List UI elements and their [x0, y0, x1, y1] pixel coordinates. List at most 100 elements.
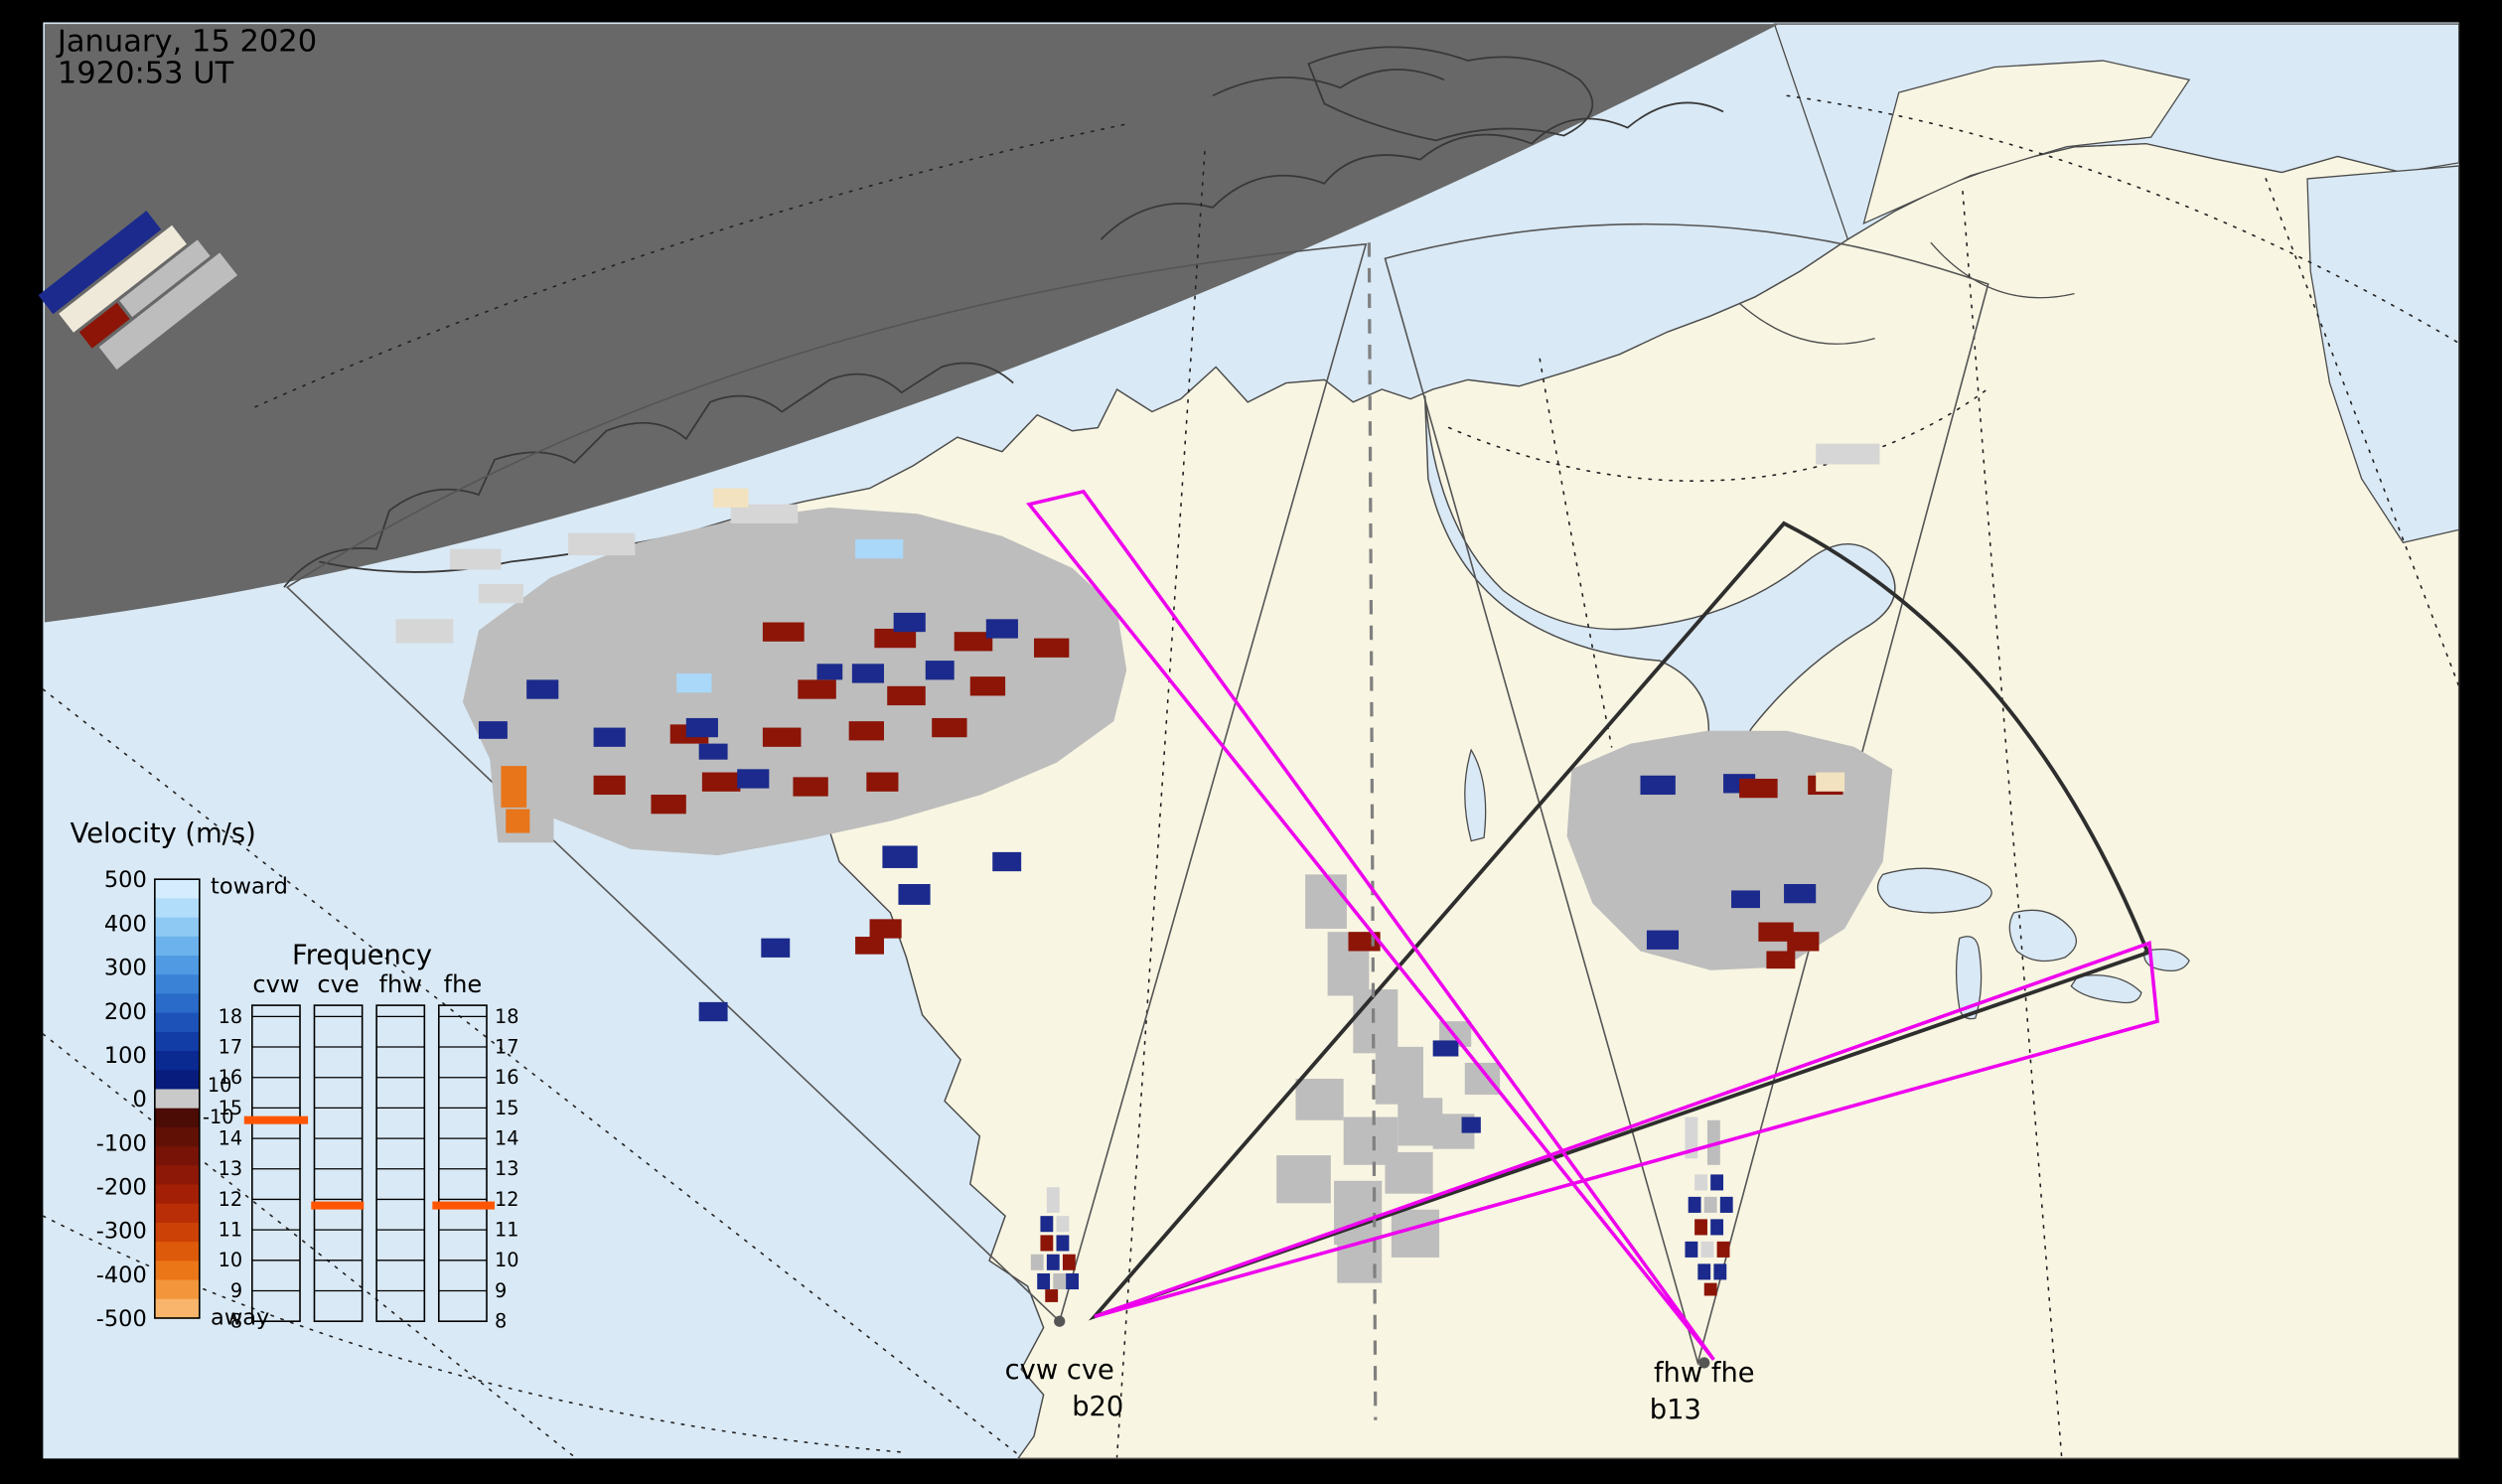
scatter-cell — [898, 884, 931, 905]
zero-lower-threshold-label: -10 — [203, 1106, 233, 1128]
scatter-cell — [855, 937, 885, 955]
scatter-cell — [1464, 1062, 1501, 1096]
scatter-cell — [698, 1001, 728, 1022]
scatter-cell — [1706, 1119, 1720, 1165]
colorbar-tick-label: 500 — [104, 867, 147, 893]
hudson-bay — [1423, 395, 1896, 748]
scatter-cell — [506, 809, 530, 833]
scatter-cell — [1766, 951, 1796, 969]
colorbar-segment — [154, 1261, 200, 1281]
scatter-cell — [1758, 922, 1794, 942]
away-label: away — [211, 1304, 269, 1330]
frequency-mark-cve — [311, 1201, 365, 1210]
beam-label-b13: b13 — [1650, 1395, 1701, 1425]
scatter-cell — [798, 679, 836, 699]
colorbar-tick-label: -500 — [96, 1306, 147, 1332]
zero-upper-threshold-label: 10 — [208, 1074, 232, 1097]
frequency-title: Frequency — [292, 940, 432, 970]
velocity-colorbar — [154, 879, 200, 1319]
scatter-cells — [395, 443, 1880, 1302]
colorbar-segment — [154, 1108, 200, 1128]
scatter-cell — [1703, 1282, 1717, 1296]
scatter-cell — [1305, 874, 1347, 929]
colorbar-segment — [154, 898, 200, 919]
freq-scale-label-left: 18 — [219, 1005, 243, 1028]
night-shade — [44, 24, 1780, 623]
freq-scale-label-right: 12 — [495, 1188, 519, 1211]
beam-b13-outline — [1026, 489, 1715, 1361]
scatter-cell — [1731, 890, 1760, 909]
lake-winnipeg — [1464, 748, 1487, 842]
scatter-cell — [932, 717, 967, 738]
scatter-cell — [567, 532, 636, 556]
scatter-cell — [1046, 1187, 1060, 1213]
scatter-cell — [1685, 1241, 1698, 1258]
scatter-cell — [119, 239, 211, 318]
scatter-cell — [1719, 1196, 1733, 1213]
scatter-cell — [1703, 1196, 1717, 1213]
freq-scale-label-left: 8 — [230, 1310, 242, 1333]
colorbar-segment — [154, 1279, 200, 1300]
colorbar-segment — [154, 993, 200, 1014]
scatter-cell — [866, 772, 899, 792]
colorbar-tick-label: -100 — [96, 1130, 147, 1156]
scatter-cell — [1375, 1046, 1424, 1105]
toward-label: toward — [211, 874, 288, 900]
colorbar-segment — [154, 1184, 200, 1205]
colorbar-segment — [154, 956, 200, 976]
frequency-mark-fhe — [432, 1201, 496, 1210]
freq-col-header-cvw: cvw — [252, 970, 299, 998]
scatter-cell — [762, 727, 802, 747]
freq-scale-label-left: 17 — [219, 1035, 243, 1058]
scatter-cell — [1688, 1196, 1701, 1213]
time-label: 1920:53 UT — [58, 57, 234, 91]
coast-details — [1738, 241, 2075, 345]
scatter-cell — [985, 619, 1018, 639]
scatter-cell — [1816, 772, 1845, 792]
scatter-cell — [1030, 1254, 1044, 1270]
colorbar-tick-label: 0 — [132, 1087, 146, 1113]
scatter-cell — [855, 539, 904, 559]
colorbar-segment — [154, 1146, 200, 1167]
colorbar-tick-label: -400 — [96, 1262, 147, 1288]
scatter-cell — [874, 628, 917, 649]
frequency-marks — [243, 1115, 496, 1210]
freq-scale-label-right: 14 — [495, 1127, 519, 1150]
scatter-cell — [1066, 1272, 1080, 1290]
scatter-cell — [730, 504, 799, 523]
scatter-cell — [954, 632, 993, 652]
velocity-colorbar-frame — [154, 878, 201, 1319]
scatter-cell — [1385, 1151, 1433, 1194]
scatter-cell — [701, 772, 741, 792]
colorbar-tick-label: -200 — [96, 1174, 147, 1200]
scatter-cell — [1353, 989, 1398, 1054]
colorbar-segment — [154, 1031, 200, 1052]
site-dot-cvw — [1054, 1315, 1066, 1327]
freq-scale-label-right: 9 — [495, 1279, 507, 1302]
scatter-cell — [882, 845, 918, 868]
scatter-cell — [1640, 775, 1676, 796]
scatter-cell — [969, 676, 1006, 696]
colorbar-segment — [154, 1222, 200, 1243]
cve-fov-fan — [1088, 520, 2150, 1321]
scatter-cell — [501, 766, 527, 808]
colorbar-segment — [154, 1089, 200, 1110]
freq-scale-label-left: 15 — [219, 1097, 243, 1119]
beam-b20-outline — [1094, 941, 2159, 1319]
scatter-cell — [651, 795, 686, 815]
scatter-cell — [1432, 1040, 1459, 1057]
scatter-cell — [851, 664, 885, 683]
site-label-east: fhw fhe — [1654, 1358, 1755, 1389]
freq-scale-label-left: 9 — [230, 1279, 242, 1302]
colorbar-segment — [154, 936, 200, 957]
freq-col-header-fhe: fhe — [444, 970, 483, 998]
site-label-west: cvw cve — [1005, 1355, 1114, 1386]
freq-scale-label-right: 17 — [495, 1035, 519, 1058]
scatter-cell — [869, 919, 902, 939]
colorbar-tick-label: 300 — [104, 956, 147, 981]
colorbar-tick-label: 100 — [104, 1043, 147, 1069]
freq-col-header-fhw: fhw — [379, 970, 422, 998]
